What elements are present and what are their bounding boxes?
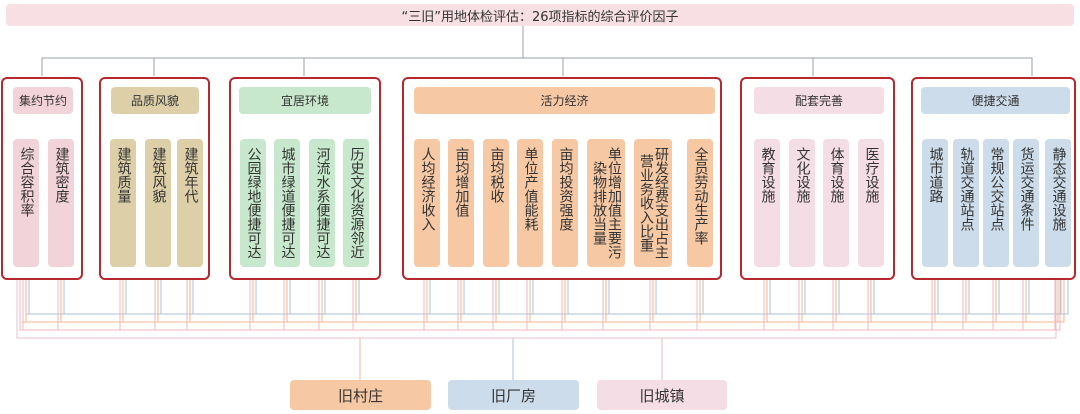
factor-card: 研发经费支出占主营业务收入比重 bbox=[634, 139, 672, 267]
factor-card: 建筑风貌 bbox=[145, 139, 171, 267]
factor-card: 常规公交站点 bbox=[983, 139, 1009, 267]
factor-label: 货运交通条件 bbox=[1018, 147, 1035, 231]
factor-label: 河流水系便捷可达 bbox=[314, 147, 331, 259]
factor-card: 公园绿地便捷可达 bbox=[240, 139, 266, 267]
factor-label: 建筑质量 bbox=[115, 147, 132, 203]
group-label: 便捷交通 bbox=[921, 87, 1070, 114]
factor-card: 建筑年代 bbox=[177, 139, 203, 267]
factor-label: 单位产值能耗 bbox=[522, 147, 539, 231]
factor-label: 文化设施 bbox=[794, 147, 811, 203]
factor-card: 单位产值能耗 bbox=[517, 139, 543, 267]
factor-label: 建筑风貌 bbox=[150, 147, 167, 203]
category-old-village: 旧村庄 bbox=[290, 380, 431, 410]
factor-card: 历史文化资源邻近 bbox=[343, 139, 369, 267]
group-box: 品质风貌建筑质量 建筑风貌建筑年代 bbox=[99, 77, 210, 280]
factor-label: 轨道交通站点 bbox=[958, 147, 975, 231]
factor-card: 城市绿道便捷可达 bbox=[274, 139, 300, 267]
factor-card: 货运交通条件 bbox=[1013, 139, 1039, 267]
group-box: 便捷交通城市道路轨道交通站点常规公交站点货运交通条件静态交通设施 bbox=[911, 77, 1076, 280]
factor-card: 亩均税收 bbox=[483, 139, 509, 267]
factor-card: 文化设施 bbox=[789, 139, 815, 267]
factor-card: 全员劳动生产率 bbox=[687, 139, 713, 267]
factor-card: 静态交通设施 bbox=[1045, 139, 1071, 267]
factor-card: 体育设施 bbox=[823, 139, 849, 267]
group-box: 集约节约综合容积率 建筑密度 bbox=[1, 77, 83, 280]
factor-label: 单位增加值主要污染物排放当量 bbox=[591, 147, 622, 259]
group-box: 宜居环境公园绿地便捷可达城市绿道便捷可达 河流水系便捷可达历史文化资源邻近 bbox=[229, 77, 381, 280]
factor-label: 教育设施 bbox=[759, 147, 776, 203]
factor-card: 河流水系便捷可达 bbox=[309, 139, 335, 267]
group-label: 活力经济 bbox=[414, 87, 715, 114]
factor-label: 城市绿道便捷可达 bbox=[279, 147, 296, 259]
factor-card: 人均经济收入 bbox=[414, 139, 440, 267]
factor-label: 城市道路 bbox=[927, 147, 944, 203]
factor-card: 医疗设施 bbox=[858, 139, 884, 267]
diagram-title: “三旧”用地体检评估：26项指标的综合评价因子 bbox=[6, 4, 1074, 26]
factor-label: 体育设施 bbox=[828, 147, 845, 203]
factor-label: 人均经济收入 bbox=[419, 147, 436, 231]
group-box: 配套完善教育设施 文化设施体育设施 医疗设施 bbox=[740, 77, 895, 280]
factor-label: 常规公交站点 bbox=[988, 147, 1005, 231]
factor-card: 综合容积率 bbox=[13, 139, 39, 267]
factor-card: 教育设施 bbox=[754, 139, 780, 267]
category-old-factory: 旧厂房 bbox=[448, 380, 579, 410]
factor-label: 建筑密度 bbox=[53, 147, 70, 203]
group-label: 宜居环境 bbox=[239, 87, 371, 114]
factor-card: 单位增加值主要污染物排放当量 bbox=[587, 139, 625, 267]
factor-label: 亩均税收 bbox=[488, 147, 505, 203]
factor-label: 历史文化资源邻近 bbox=[348, 147, 365, 259]
factor-label: 静态交通设施 bbox=[1050, 147, 1067, 231]
factor-card: 轨道交通站点 bbox=[953, 139, 979, 267]
factor-label: 亩均增加值 bbox=[453, 147, 470, 217]
factor-label: 亩均投资强度 bbox=[557, 147, 574, 231]
factor-card: 建筑密度 bbox=[48, 139, 74, 267]
group-box: 活力经济人均经济收入亩均增加值 亩均税收单位产值能耗 亩均投资强度单位增加值主要污染… bbox=[402, 77, 722, 280]
category-old-town: 旧城镇 bbox=[597, 380, 727, 410]
factor-card: 城市道路 bbox=[922, 139, 948, 267]
factor-label: 研发经费支出占主营业务收入比重 bbox=[638, 147, 669, 259]
group-label: 品质风貌 bbox=[111, 87, 199, 114]
factor-card: 亩均增加值 bbox=[448, 139, 474, 267]
factor-card: 建筑质量 bbox=[110, 139, 136, 267]
factor-label: 医疗设施 bbox=[863, 147, 880, 203]
group-label: 配套完善 bbox=[754, 87, 884, 114]
factor-label: 建筑年代 bbox=[182, 147, 199, 203]
group-label: 集约节约 bbox=[13, 87, 73, 114]
factor-label: 综合容积率 bbox=[18, 147, 35, 217]
factor-label: 公园绿地便捷可达 bbox=[245, 147, 262, 259]
factor-card: 亩均投资强度 bbox=[552, 139, 578, 267]
factor-label: 全员劳动生产率 bbox=[692, 147, 709, 245]
connector-line bbox=[41, 57, 1033, 76]
